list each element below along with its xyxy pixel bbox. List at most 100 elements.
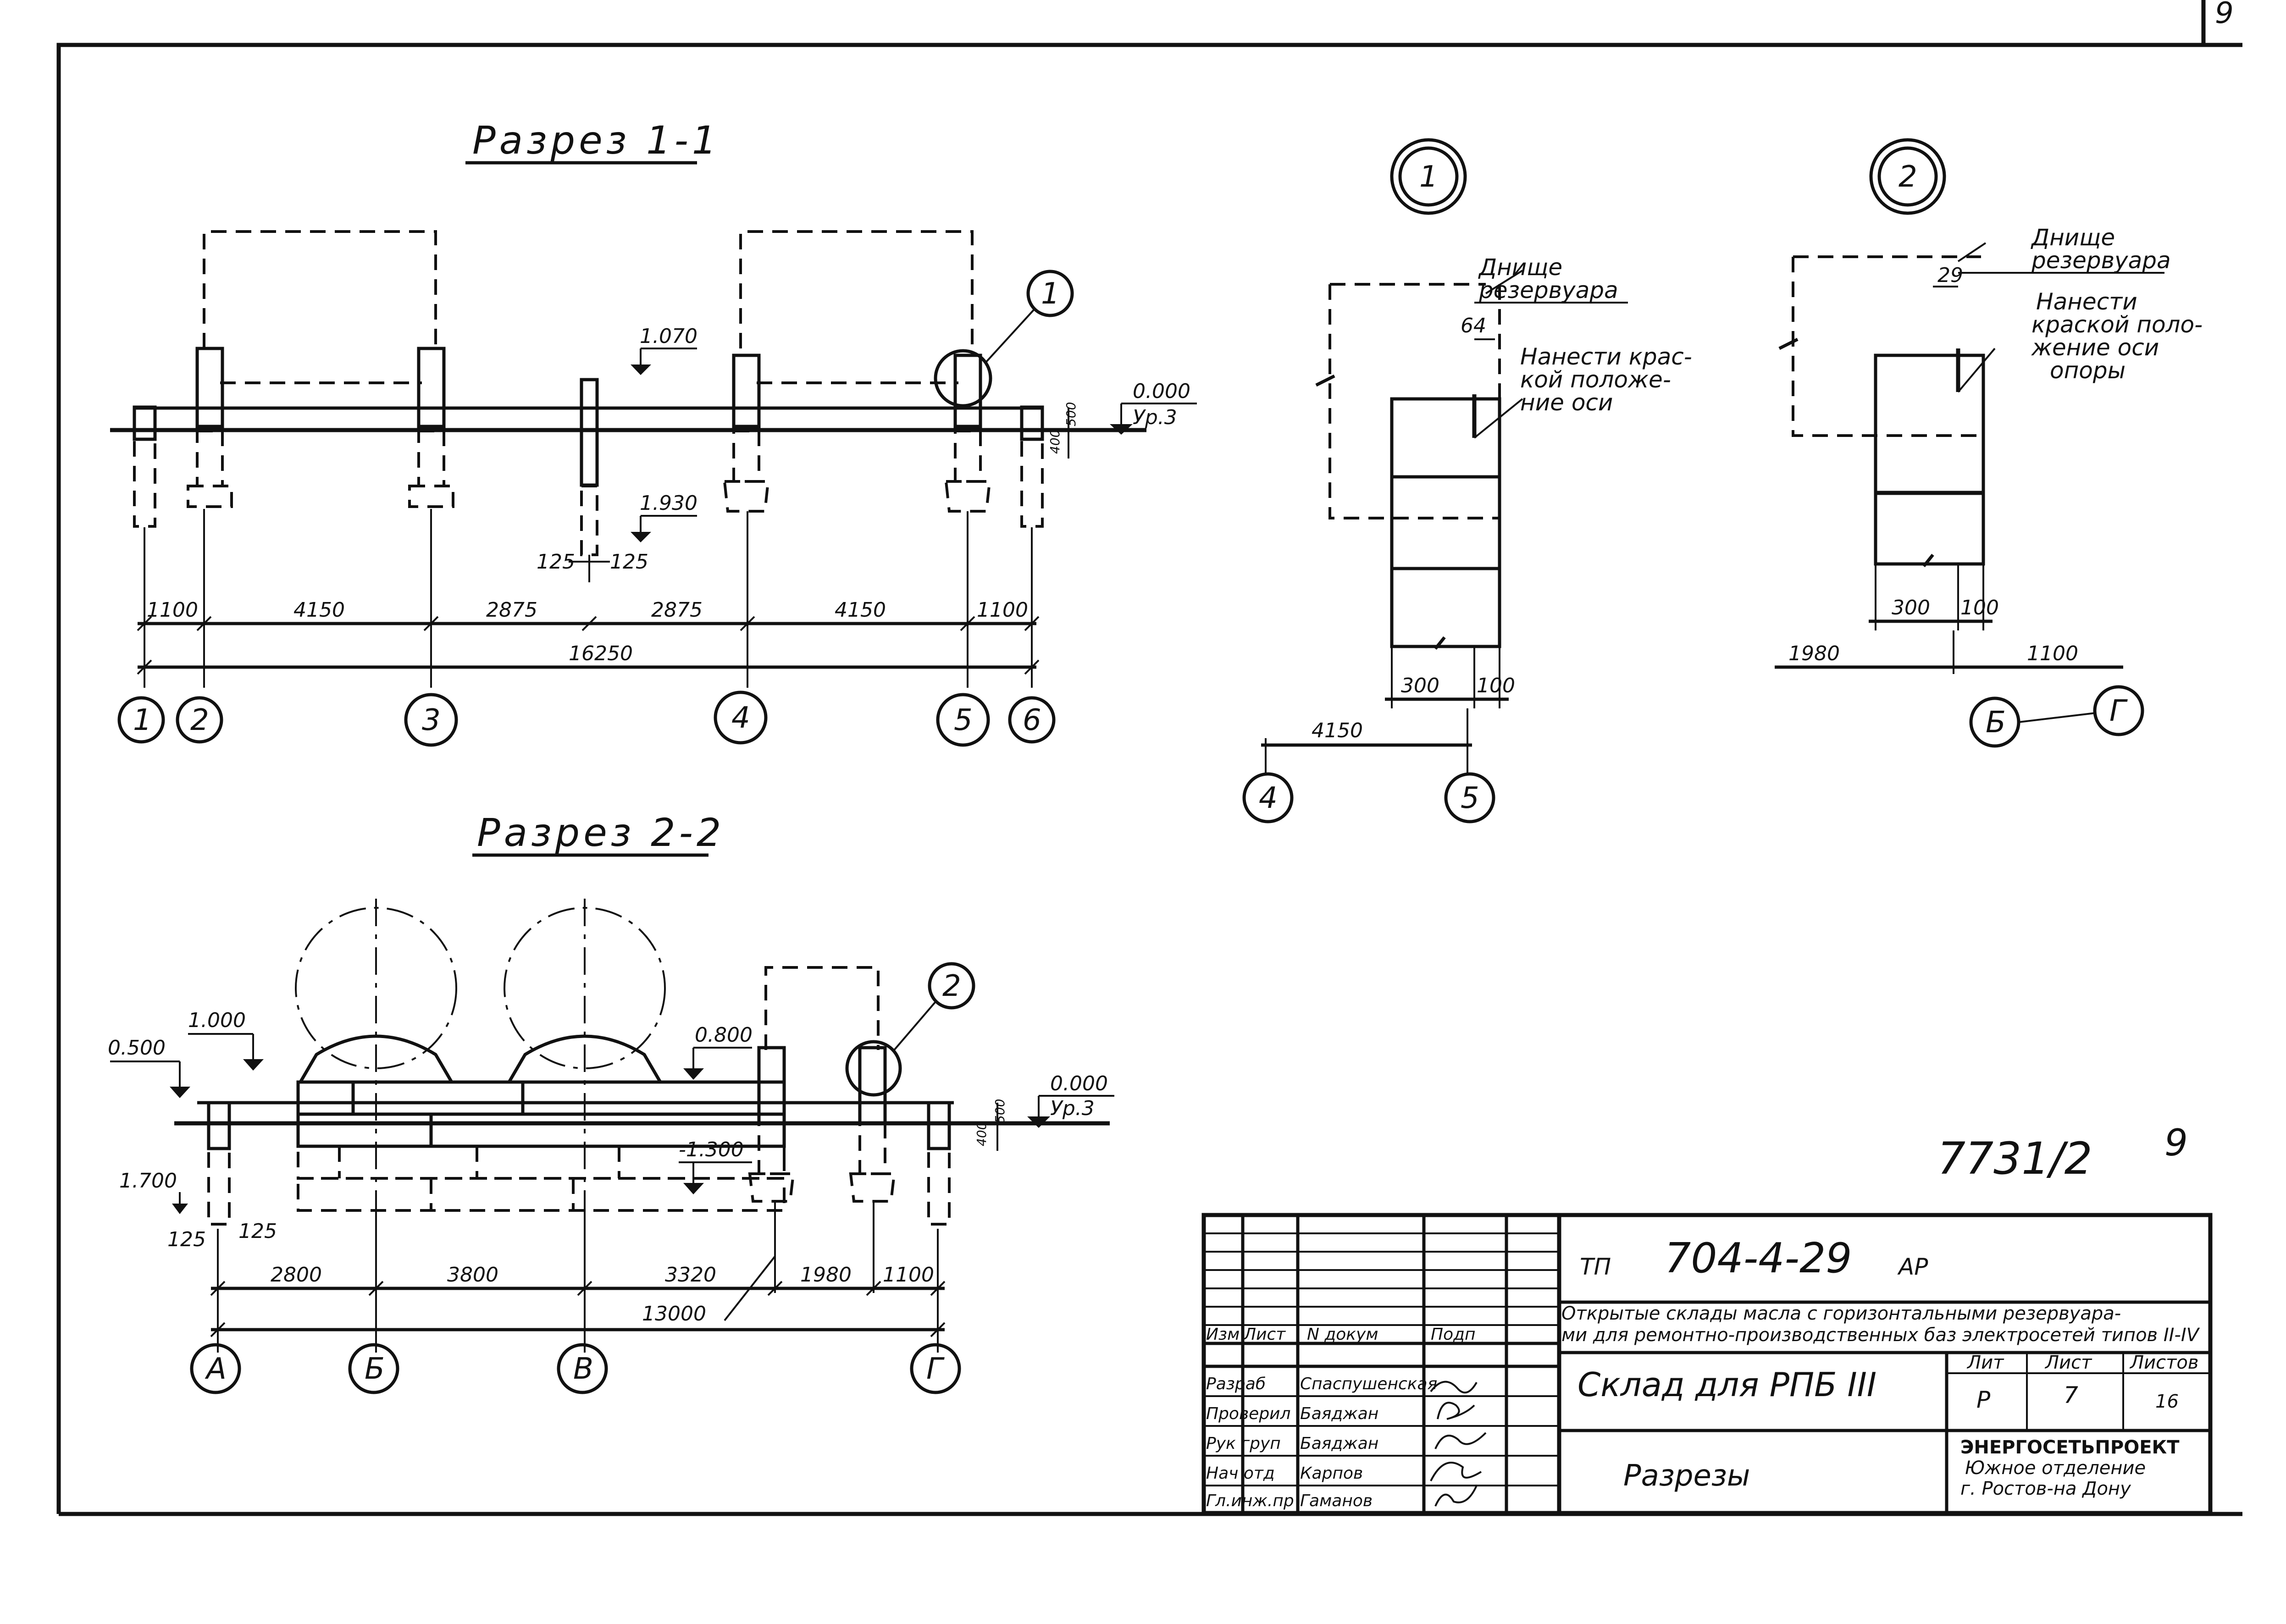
svg-text:Ур.3: Ур.3	[1133, 406, 1177, 429]
axis-A: А	[205, 1352, 227, 1386]
detail-2-note-1: Нанести	[2036, 288, 2137, 315]
detail-1-dim-top: 64	[1461, 314, 1486, 337]
elevation-1700-marker: 1.700	[119, 1169, 188, 1214]
detail-2-axis-G: Г	[2109, 694, 2128, 728]
detail-1-dim-300: 300	[1401, 674, 1439, 697]
tb-header-sign: Подп	[1431, 1325, 1476, 1344]
svg-text:1.070: 1.070	[640, 325, 697, 348]
section-2-2: Разрез 2-2	[108, 810, 1114, 1394]
tb-project-prefix: ТП	[1580, 1254, 1611, 1280]
dim-total-16250: 16250	[569, 642, 633, 665]
dim-1100-a: 1100	[147, 598, 198, 622]
elevation-1070-marker: 1.070	[631, 325, 697, 375]
elevation-0500-marker: 0.500	[108, 1036, 190, 1098]
detail-1-axis-5: 5	[1461, 781, 1479, 815]
svg-text:500: 500	[1063, 402, 1079, 426]
detail-2-label-1: Днище	[2031, 224, 2115, 251]
tb-name-1: Баяджан	[1300, 1404, 1378, 1423]
dim-3800: 3800	[447, 1263, 498, 1287]
dim-rib-s2-right: 125	[238, 1220, 277, 1243]
detail-1-label-2: резервуара	[1478, 277, 1618, 304]
detail-2-dim-100: 100	[1960, 596, 1999, 619]
dim-2875-b: 2875	[651, 598, 703, 622]
signatures	[1430, 1381, 1487, 1507]
tb-role-4: Гл.инж.пр	[1206, 1491, 1294, 1510]
axis-V: В	[573, 1352, 593, 1386]
tb-role-3: Нач отд	[1206, 1464, 1275, 1483]
tb-object-name: Склад для РПБ III	[1578, 1365, 1876, 1404]
detail-2-dim-1100: 1100	[2027, 642, 2078, 665]
axis-B: Б	[365, 1352, 385, 1386]
detail-2-dim-top: 29	[1937, 264, 1963, 287]
tb-org-1: ЭНЕРГОСЕТЬПРОЕКТ	[1960, 1437, 2180, 1458]
elevation-0800-marker: 0.800	[683, 1023, 753, 1080]
dim-1980: 1980	[800, 1263, 852, 1287]
detail-2-note-2: краской поло-	[2031, 311, 2203, 338]
dim-1100-s2: 1100	[883, 1263, 934, 1287]
dim-2875-a: 2875	[486, 598, 537, 622]
archive-number: 7731/2	[1937, 1133, 2092, 1184]
axis-1: 1	[133, 703, 152, 737]
callout-circle-2	[928, 962, 975, 1010]
detail-1-label-1: Днище	[1478, 254, 1562, 281]
tb-role-0: Разраб	[1206, 1375, 1266, 1393]
axis-4: 4	[731, 701, 750, 735]
svg-text:0.800: 0.800	[695, 1023, 753, 1047]
tb-name-2: Баяджан	[1300, 1434, 1378, 1453]
dim-1100-b: 1100	[977, 598, 1028, 622]
svg-text:1.930: 1.930	[640, 492, 697, 515]
detail-2-note-3: жение оси	[2031, 334, 2159, 361]
tb-sheet-value: 7	[2064, 1382, 2078, 1409]
detail-1-marker: 1	[1419, 160, 1438, 194]
detail-1: 1 Днище резервуара 64 Нанести крас- кой …	[1242, 138, 1692, 823]
axis-G: Г	[926, 1352, 945, 1386]
detail-1-note-3: ние оси	[1520, 389, 1613, 416]
callout-2-label: 2	[942, 969, 961, 1003]
tb-sheet-label: Лист	[2044, 1352, 2092, 1373]
tb-project-suffix: АР	[1897, 1254, 1928, 1280]
sheet-corner-number: 9	[2215, 0, 2234, 30]
tb-role-2: Рук груп	[1206, 1434, 1281, 1453]
tb-name-3: Карпов	[1300, 1464, 1363, 1483]
svg-text:400: 400	[1047, 430, 1063, 454]
section-1-1: Разрез 1-1	[110, 118, 1197, 747]
axis-6: 6	[1023, 703, 1041, 737]
detail-2-label-2: резервуара	[2031, 247, 2171, 274]
detail-2: 2 Днище резервуара 29 Нанести краской по…	[1775, 138, 2203, 748]
detail-1-dim-4150: 4150	[1312, 719, 1363, 742]
axis-2: 2	[190, 703, 209, 737]
detail-2-marker: 2	[1899, 160, 1917, 194]
dim-rib-left: 125	[537, 550, 575, 574]
stamp-page: 9	[2164, 1121, 2188, 1164]
elevation-minus1300-marker: -1.300	[679, 1138, 752, 1194]
svg-text:500: 500	[992, 1099, 1007, 1123]
detail-2-axis-B: Б	[1986, 706, 2006, 740]
svg-text:-1.300: -1.300	[679, 1138, 744, 1161]
tb-header-list: Лист	[1243, 1325, 1286, 1344]
tb-sheet-name: Разрезы	[1623, 1459, 1750, 1493]
detail-2-dim-1980: 1980	[1788, 642, 1840, 665]
svg-text:1.000: 1.000	[188, 1009, 246, 1032]
tb-org-2: Южное отделение	[1965, 1458, 2146, 1479]
title-block: Изм Лист N докум Подп Разраб Спаспушенск…	[1201, 1213, 2213, 1515]
tb-header-doc: N докум	[1307, 1325, 1378, 1344]
tb-name-4: Гаманов	[1300, 1491, 1373, 1510]
callout-circle-1	[1026, 270, 1074, 317]
dim-2800: 2800	[271, 1263, 322, 1287]
detail-1-dim-100: 100	[1477, 674, 1515, 697]
axis-3: 3	[422, 703, 441, 737]
dim-4150-b: 4150	[835, 598, 886, 622]
dim-total-13000: 13000	[642, 1302, 706, 1326]
tb-description-2: ми для ремонтно-производственных баз эле…	[1561, 1325, 2200, 1346]
tb-description-1: Открытые склады масла с горизонтальными …	[1561, 1303, 2121, 1324]
tb-role-1: Проверил	[1206, 1404, 1291, 1423]
tb-header-izm: Изм	[1206, 1325, 1240, 1344]
axis-bubbles-section-2: А Б В Г	[190, 1343, 961, 1394]
section-1-title: Разрез 1-1	[472, 118, 720, 163]
dim-rib-s2-left: 125	[167, 1228, 206, 1251]
detail-2-note-4: опоры	[2050, 357, 2125, 384]
elevation-1000-marker: 1.000	[188, 1009, 264, 1071]
tb-name-0: Спаспушенская	[1300, 1375, 1437, 1393]
axis-5: 5	[954, 703, 973, 737]
